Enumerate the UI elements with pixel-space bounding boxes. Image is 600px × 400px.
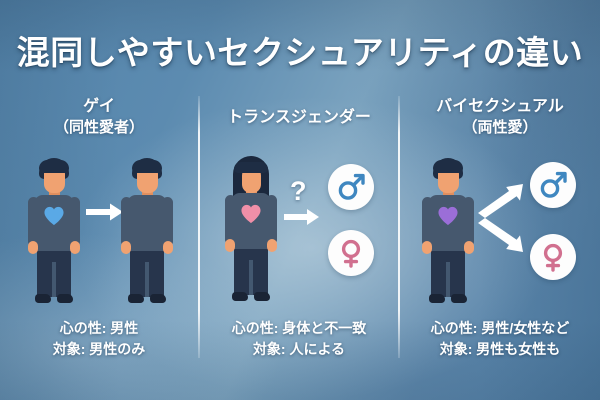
column-transgender-facts: 心の性: 身体と不一致 対象: 人による (200, 318, 398, 360)
column-divider-1 (198, 96, 200, 358)
column-gay: ゲイ （同性愛者） (0, 96, 198, 386)
hair-front (39, 160, 69, 173)
column-transgender: トランスジェンダー (200, 96, 398, 386)
column-gay-heading: ゲイ （同性愛者） (0, 96, 198, 138)
column-bisexual-illustration (400, 154, 600, 312)
symbol-circle-female (328, 230, 374, 276)
legs (234, 245, 268, 295)
arrow-branch-up-icon (478, 184, 523, 218)
male-symbol-icon (540, 171, 567, 198)
column-transgender-illustration: ? (200, 154, 398, 312)
fact-mind-gender: 心の性: 男性 (59, 320, 139, 336)
shoe-right (150, 294, 166, 303)
hand-left (28, 241, 38, 254)
arrow-right-icon (86, 203, 123, 221)
arm-left (422, 197, 433, 247)
column-bisexual: バイセクシュアル （両性愛） (400, 96, 600, 386)
hand-right (70, 241, 80, 254)
arm-right (266, 195, 277, 245)
column-gay-heading-main: ゲイ (83, 98, 115, 115)
hair-front (132, 160, 162, 173)
arrow-right-icon (284, 209, 319, 225)
page-title: 混同しやすいセクシュアリティの違い (16, 34, 584, 71)
neck (142, 189, 153, 198)
hand-right (464, 241, 474, 254)
column-divider-2 (398, 96, 400, 358)
hand-right (163, 241, 173, 254)
hair-front (234, 162, 268, 173)
fact-mind-gender: 心の性: 身体と不一致 (231, 320, 367, 336)
shoe-left (232, 292, 248, 301)
column-bisexual-facts: 心の性: 男性/女性など 対象: 男性も女性も (400, 318, 600, 360)
arm-right (69, 197, 80, 247)
heart-icon (241, 204, 261, 224)
female-symbol-icon (341, 239, 361, 268)
figure-gay-person-left (23, 158, 85, 306)
legs (431, 247, 465, 297)
arm-left (225, 195, 236, 245)
shoe-right (254, 292, 270, 301)
column-transgender-heading-main: トランスジェンダー (227, 109, 371, 126)
legs (37, 247, 71, 297)
leg-gap (145, 262, 149, 297)
leg-gap (446, 262, 450, 297)
figure-transgender-person (220, 156, 282, 304)
arm-right (463, 197, 474, 247)
fact-attraction: 対象: 男性のみ (52, 341, 146, 357)
shoe-left (429, 294, 445, 303)
column-bisexual-heading: バイセクシュアル （両性愛） (400, 96, 600, 138)
shoe-right (451, 294, 467, 303)
arm-left (28, 197, 39, 247)
fact-mind-gender: 心の性: 男性/女性など (430, 320, 570, 336)
arrow-branch-down-icon (478, 218, 523, 252)
symbol-circle-female (530, 234, 576, 280)
legs (130, 247, 164, 297)
hair-front (433, 160, 463, 173)
shoe-right (57, 294, 73, 303)
column-gay-heading-sub: （同性愛者） (53, 119, 144, 136)
column-gay-facts: 心の性: 男性 対象: 男性のみ (0, 318, 198, 360)
hand-left (121, 241, 131, 254)
symbol-circle-male (530, 162, 576, 208)
neck (443, 189, 454, 198)
column-bisexual-heading-sub: （両性愛） (462, 119, 538, 136)
shoe-left (35, 294, 51, 303)
question-mark-icon: ? (290, 176, 307, 206)
fact-attraction: 対象: 人による (252, 341, 346, 357)
column-gay-illustration (0, 154, 198, 312)
leg-gap (249, 260, 253, 295)
heart-icon (438, 206, 458, 226)
hand-left (422, 241, 432, 254)
leg-gap (52, 262, 56, 297)
torso (127, 195, 167, 251)
shoe-left (128, 294, 144, 303)
symbol-circle-male (328, 164, 374, 210)
fact-attraction: 対象: 男性も女性も (439, 341, 561, 357)
heart-icon (44, 206, 64, 226)
figure-bisexual-person (417, 158, 479, 306)
column-bisexual-heading-main: バイセクシュアル (436, 98, 564, 115)
arm-right (162, 197, 173, 247)
female-symbol-icon (543, 243, 563, 272)
column-transgender-heading: トランスジェンダー (200, 107, 398, 128)
hand-left (225, 239, 235, 252)
neck (49, 189, 60, 198)
male-symbol-icon (338, 173, 365, 200)
arm-left (121, 197, 132, 247)
hand-right (267, 239, 277, 252)
figure-gay-person-right (116, 158, 178, 306)
